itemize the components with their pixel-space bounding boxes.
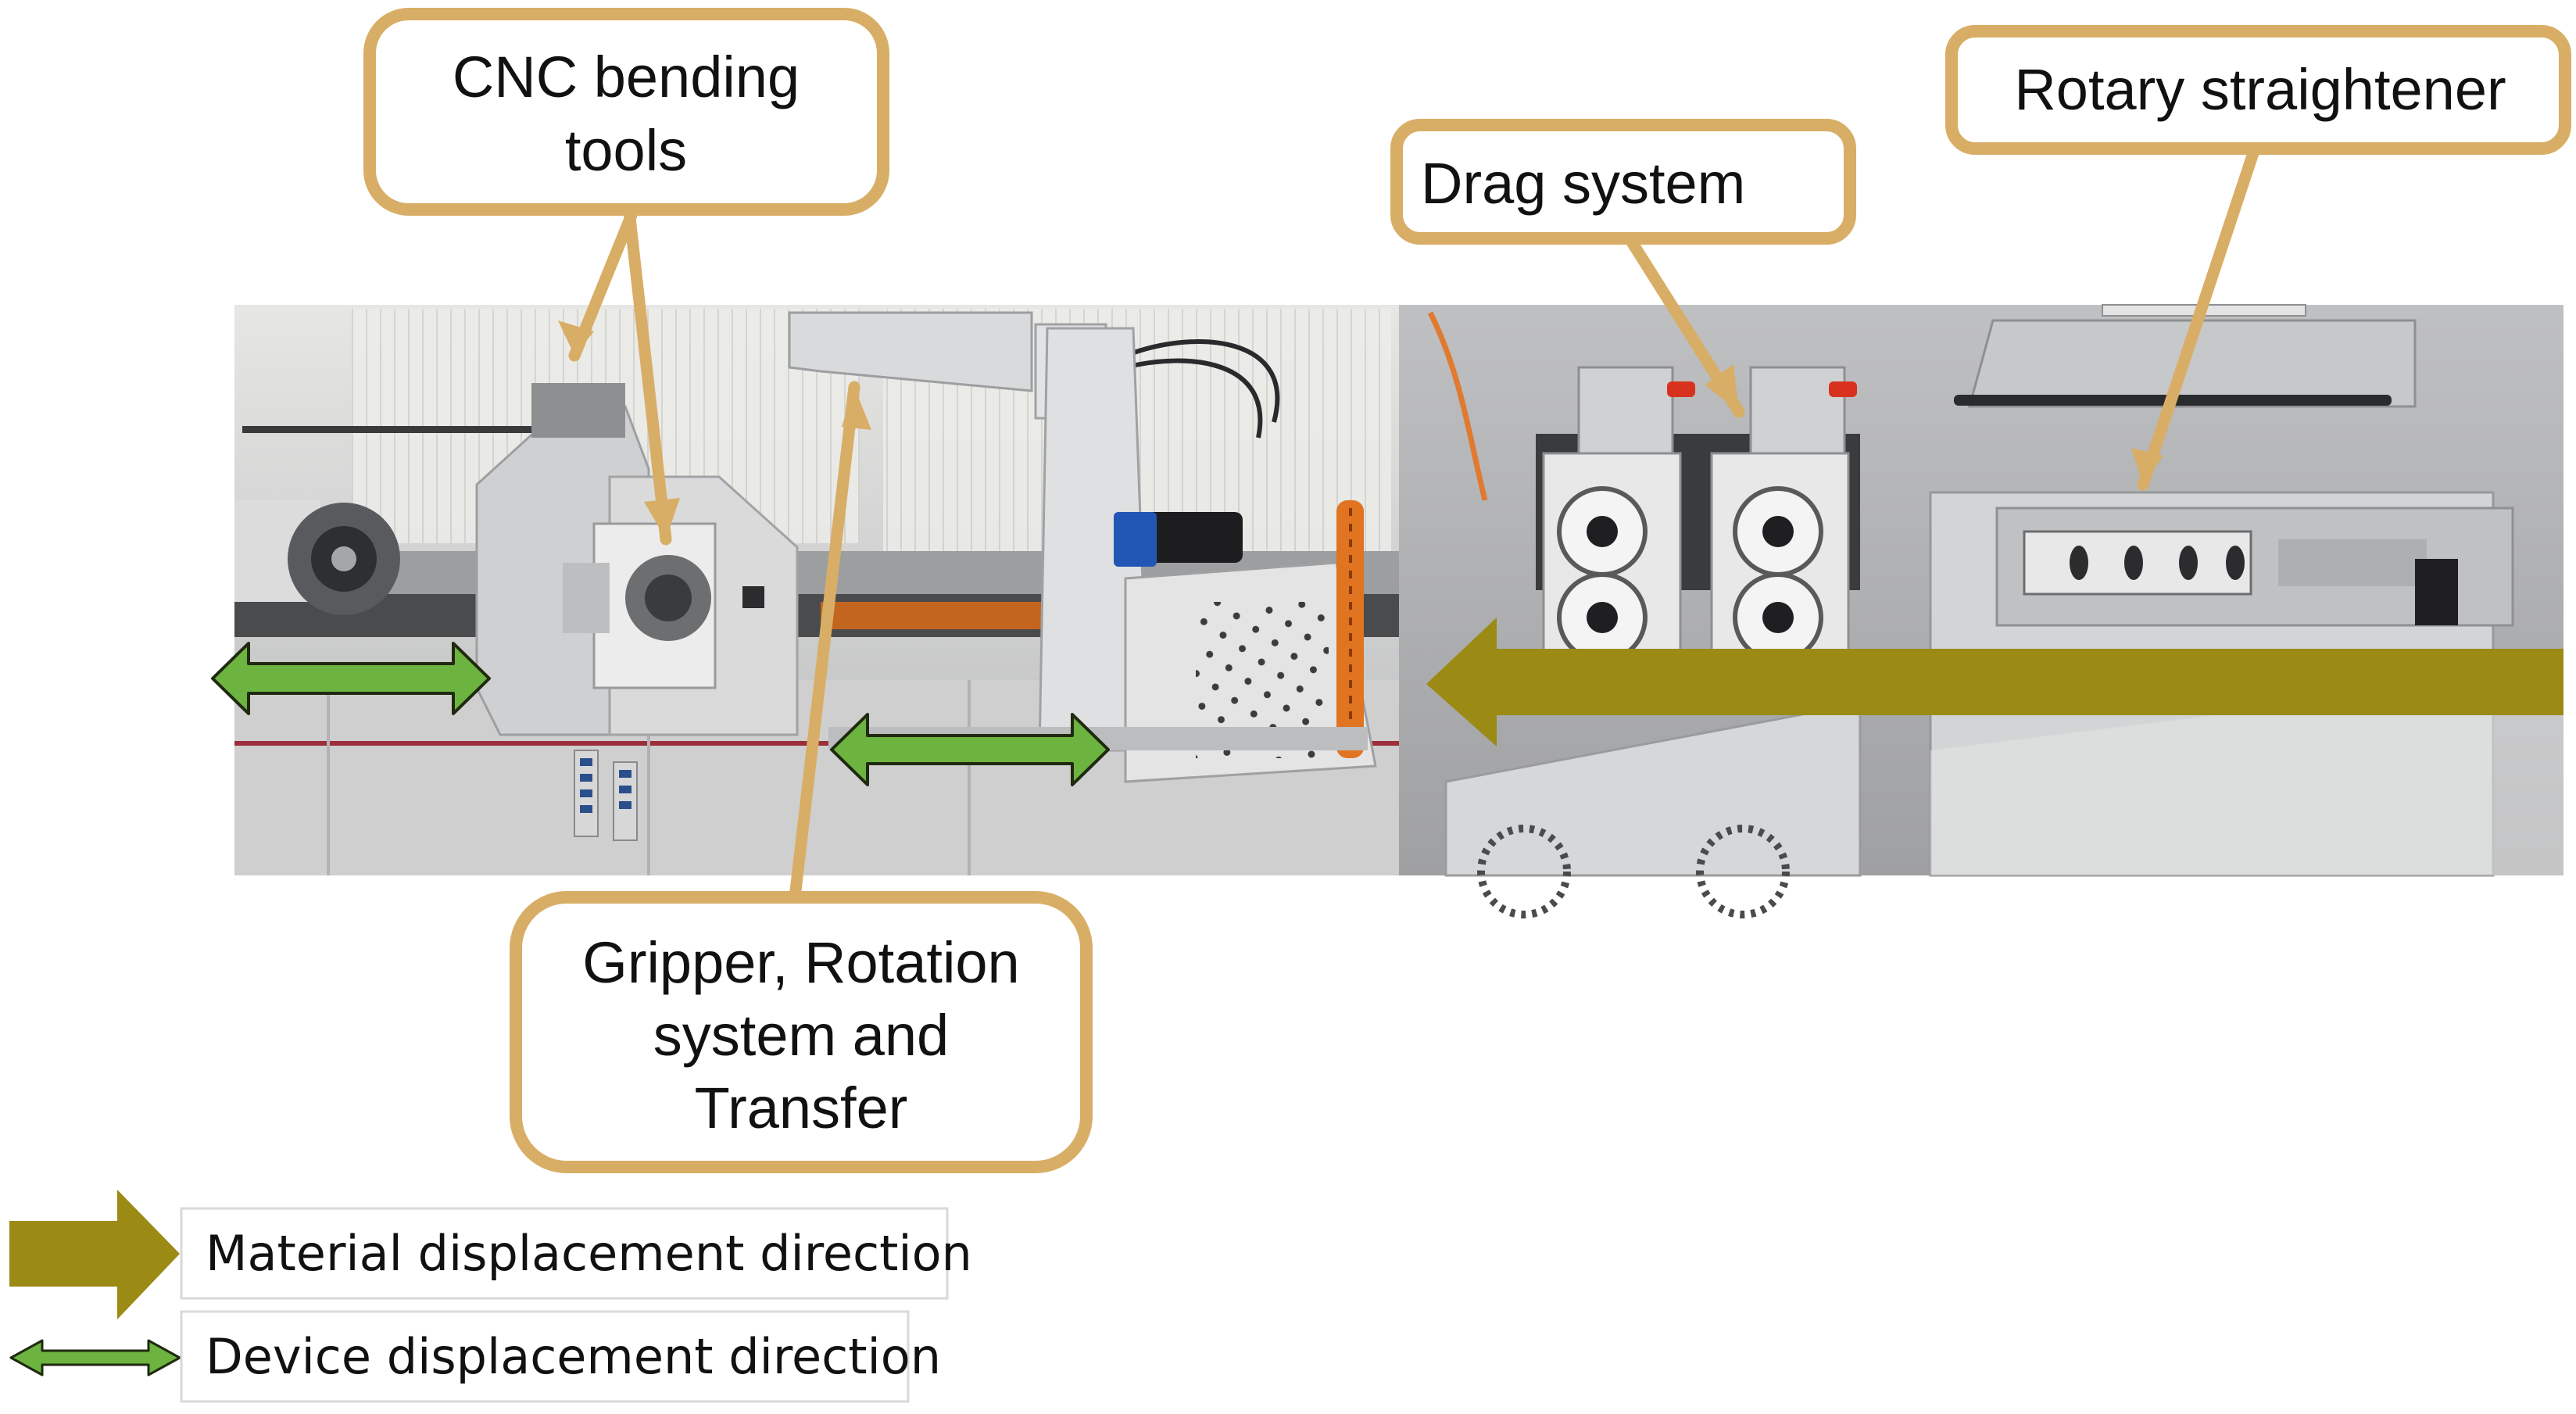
callout-drag-label: Drag system bbox=[1421, 151, 1745, 216]
material-direction-arrow bbox=[1426, 618, 2563, 746]
device-direction-arrow-left bbox=[211, 642, 491, 715]
legend-item-material: Material displacement direction bbox=[9, 1190, 972, 1319]
straightener-photo bbox=[1399, 304, 2563, 918]
legend-material-label-box bbox=[180, 1207, 949, 1300]
legend: Material displacement direction Device d… bbox=[9, 1190, 972, 1403]
legend-item-device: Device displacement direction bbox=[9, 1310, 941, 1403]
gripper-pointer-arrow bbox=[789, 381, 860, 904]
callout-gripper-rotation-transfer: Gripper, Rotation system and Transfer bbox=[510, 891, 1093, 1173]
legend-device-double-arrow-icon bbox=[9, 1339, 181, 1376]
bending-machine-photo bbox=[234, 305, 1399, 875]
callout-gripper-line2: system and bbox=[653, 1003, 949, 1068]
legend-material-arrow-icon bbox=[9, 1190, 180, 1319]
callout-cnc-bending-tools: CNC bending tools bbox=[363, 8, 889, 216]
callout-rotary-straightener: Rotary straightener bbox=[1945, 25, 2571, 155]
legend-device-label: Device displacement direction bbox=[206, 1328, 941, 1385]
callout-gripper-line3: Transfer bbox=[695, 1076, 908, 1140]
rotary-pointer-arrow bbox=[2137, 142, 2261, 491]
legend-device-label-box bbox=[180, 1310, 910, 1403]
callout-gripper-line1: Gripper, Rotation bbox=[582, 930, 1019, 995]
device-direction-arrow-center bbox=[830, 713, 1110, 786]
legend-material-label: Material displacement direction bbox=[206, 1225, 972, 1282]
callout-rotary-label: Rotary straightener bbox=[2014, 57, 2506, 122]
cnc-pointer-arrow-right bbox=[623, 205, 672, 546]
callout-drag-system: Drag system bbox=[1390, 119, 1856, 245]
callout-cnc-line1: CNC bending bbox=[453, 45, 800, 109]
callout-cnc-line2: tools bbox=[565, 118, 687, 183]
